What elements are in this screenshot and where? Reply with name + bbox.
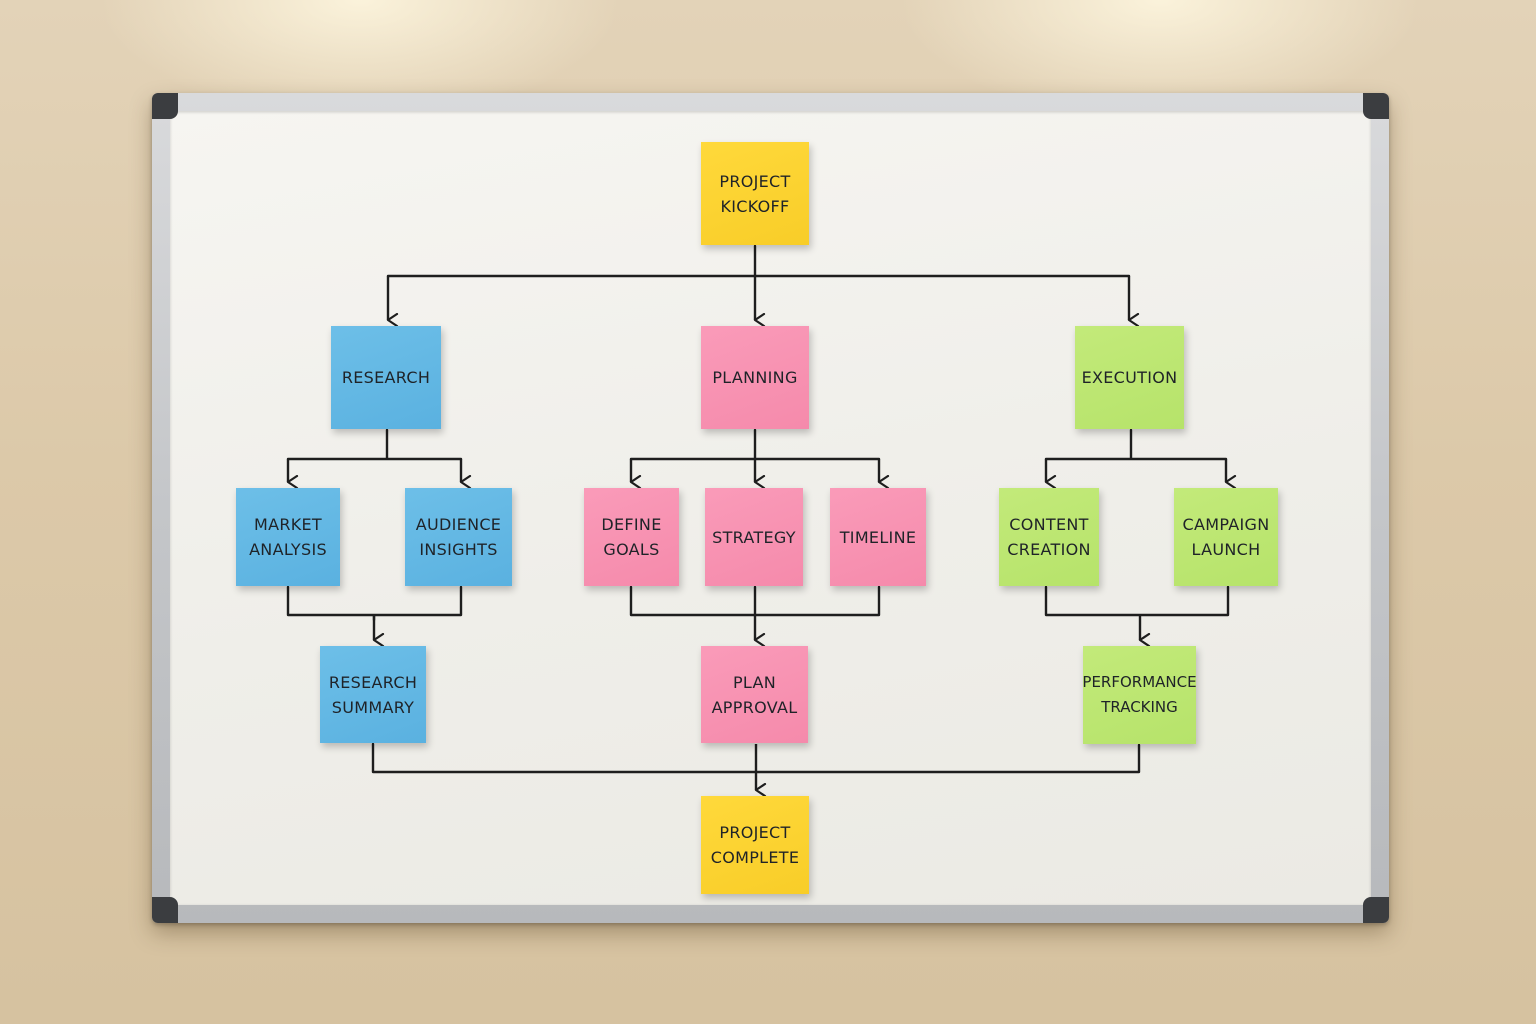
connector-execution-merge bbox=[1044, 585, 1230, 617]
note-research-summary: RESEARCH SUMMARY bbox=[320, 646, 426, 743]
frame-corner-top-left bbox=[152, 93, 178, 119]
note-campaign-launch: CAMPAIGN LAUNCH bbox=[1174, 488, 1278, 586]
note-planning: PLANNING bbox=[701, 326, 809, 429]
connector-kickoff-to-phases bbox=[386, 244, 1131, 278]
note-plan-approval: PLAN APPROVAL bbox=[701, 646, 808, 743]
note-project-complete: PROJECT COMPLETE bbox=[701, 796, 809, 894]
note-execution: EXECUTION bbox=[1075, 326, 1184, 429]
note-project-kickoff: PROJECT KICKOFF bbox=[701, 142, 809, 245]
connector-planning-merge bbox=[629, 585, 881, 617]
note-content-creation: CONTENT CREATION bbox=[999, 488, 1099, 586]
note-performance-tracking: PERFORMANCE TRACKING bbox=[1082, 646, 1197, 744]
note-research: RESEARCH bbox=[331, 326, 441, 429]
frame-corner-top-right bbox=[1363, 93, 1389, 119]
note-strategy: STRATEGY bbox=[705, 488, 803, 586]
frame-corner-bottom-left bbox=[152, 897, 178, 923]
connector-planning-branch bbox=[629, 428, 881, 461]
note-market-analysis: MARKET ANALYSIS bbox=[236, 488, 340, 586]
connector-research-branch bbox=[286, 428, 463, 461]
connector-execution-branch bbox=[1044, 428, 1228, 461]
frame-corner-bottom-right bbox=[1363, 897, 1389, 923]
note-timeline: TIMELINE bbox=[830, 488, 926, 586]
note-audience-insights: AUDIENCE INSIGHTS bbox=[405, 488, 512, 586]
note-define-goals: DEFINE GOALS bbox=[584, 488, 679, 586]
